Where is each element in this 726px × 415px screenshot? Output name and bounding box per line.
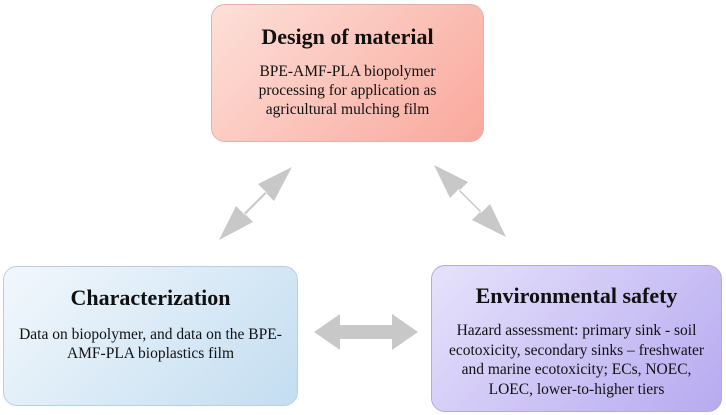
- double-arrow-right-diagonal: [434, 165, 506, 237]
- design-of-material-box: Design of material BPE-AMF-PLA biopolyme…: [211, 4, 484, 142]
- double-arrow-horizontal: [314, 314, 418, 350]
- double-arrow-left-diagonal: [219, 167, 292, 240]
- design-of-material-text: BPE-AMF-PLA biopolymer processing for ap…: [258, 63, 437, 118]
- characterization-box: Characterization Data on biopolymer, and…: [3, 266, 298, 406]
- design-of-material-title: Design of material: [261, 24, 434, 49]
- characterization-text: Data on biopolymer, and data on the BPE-…: [19, 326, 282, 362]
- environmental-safety-title: Environmental safety: [475, 283, 678, 308]
- characterization-title: Characterization: [70, 285, 231, 310]
- environmental-safety-box: Environmental safety Hazard assessment: …: [431, 265, 722, 412]
- environmental-safety-text: Hazard assessment: primary sink - soil e…: [448, 322, 705, 398]
